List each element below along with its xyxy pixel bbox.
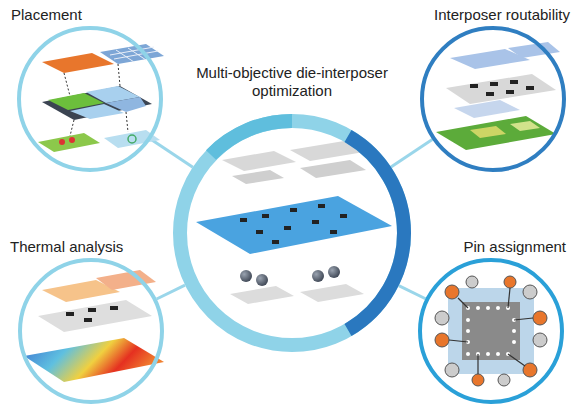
placement-circle: Placement — [17, 26, 163, 172]
zoom-connector — [157, 285, 185, 299]
pin-art — [435, 276, 547, 386]
pin-circle: Pin assignment — [418, 258, 564, 404]
routability-circle: Interposer routability — [420, 26, 566, 172]
ring-outline — [167, 108, 417, 358]
panel-heading: Placement — [11, 6, 82, 24]
thermal-art — [24, 270, 164, 382]
thermal-circle: Thermal analysis — [18, 258, 164, 404]
placement-art — [38, 44, 164, 152]
zoom-connector — [399, 286, 426, 299]
stack-art — [196, 141, 392, 304]
panel-heading: Interposer routability — [434, 6, 570, 24]
panel-heading: Pin assignment — [463, 238, 566, 256]
routability-art — [436, 42, 560, 150]
panel-heading: Thermal analysis — [10, 238, 123, 256]
diagram-title: Multi-objective die-interposer optimizat… — [172, 64, 412, 100]
optimization-ring: Multi-objective die-interposer optimizat… — [167, 108, 417, 358]
zoom-connector — [391, 139, 432, 166]
zoom-connector — [151, 139, 193, 167]
